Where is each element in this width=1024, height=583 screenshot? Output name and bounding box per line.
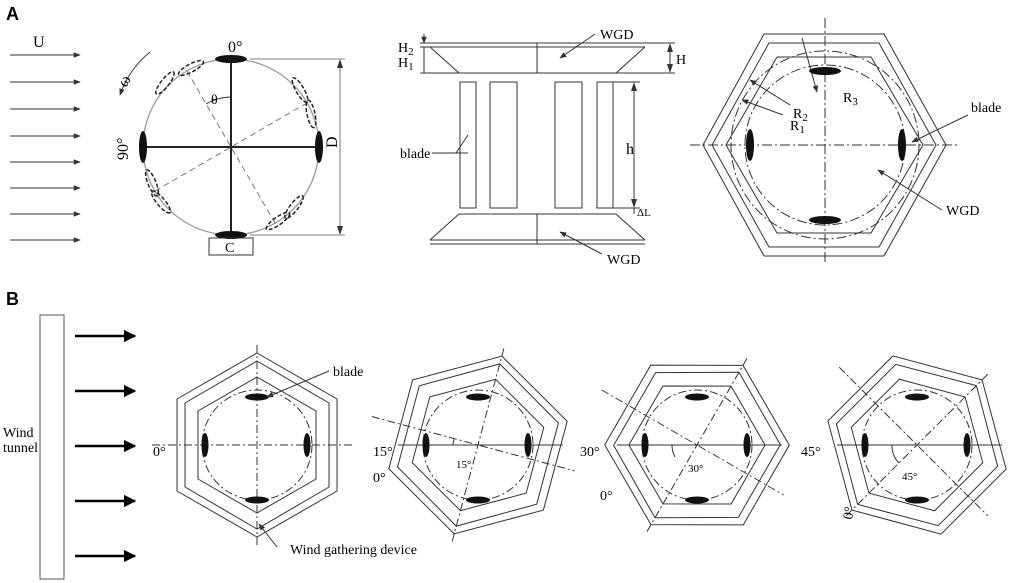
panel-b-letter: B [6,289,19,309]
theta-label: θ [211,93,218,108]
wind-tunnel-label-2: tunnel [3,441,38,456]
config-30-inner-angle: 30° [688,463,703,475]
rotor-angle-0: 0° [228,39,242,56]
r3-label: R3 [843,91,858,108]
blade-bottom [215,231,247,239]
rotor-angle-90: 90° [115,138,132,160]
config-45-inner-angle: 45° [902,471,917,483]
chord-label: C [225,241,234,256]
flow-arrows-a [10,52,81,243]
wgd-bottom-label: WGD [607,253,640,268]
b-blade-label: blade [333,365,363,380]
config-45-angle: 45° [801,445,821,460]
h1-label: H1 [398,56,414,73]
flow-arrows-b [75,329,137,563]
top-blade-label: blade [971,101,1001,116]
omega-label: ω [115,72,135,90]
delta-l-label: ΔL [637,207,651,219]
config-30-angle: 30° [580,445,600,460]
wind-gathering-device-label: Wind gathering device [290,543,417,558]
r1-label: R1 [790,119,805,136]
side-view-arrowheads [631,43,673,208]
config-30deg [601,358,790,532]
blade-top [215,55,247,63]
config-45-zero: 0° [841,506,858,521]
blade-left [139,131,147,163]
top-view-diagram [690,18,969,262]
config-0deg [152,345,352,548]
config-15-angle: 15° [373,445,393,460]
wind-tunnel-box [39,314,65,580]
top-wgd-label: WGD [946,204,979,219]
wgd-top-label: WGD [600,28,633,43]
config-15-inner-angle: 15° [456,459,471,471]
config-30-zero: 0° [600,489,613,504]
flow-velocity-label: U [33,34,45,51]
panel-a-letter: A [6,4,19,24]
config-15deg [371,348,575,542]
rotor-diagram [119,51,345,256]
blade-height-label: h [626,141,634,158]
top-view-blades [746,67,906,224]
wind-tunnel-label-1: Wind [3,426,34,441]
h2-label: H2 [398,41,414,58]
config-45deg [827,355,1007,535]
config-0-angle: 0° [153,445,166,460]
side-view-diagram [420,33,675,255]
blade-right [315,131,323,163]
wgd-height-label: H [676,53,686,68]
diameter-label: D [324,136,341,148]
side-blade-label: blade [400,147,430,162]
config-15-zero: 0° [373,471,386,486]
r2-label: R2 [793,107,808,124]
